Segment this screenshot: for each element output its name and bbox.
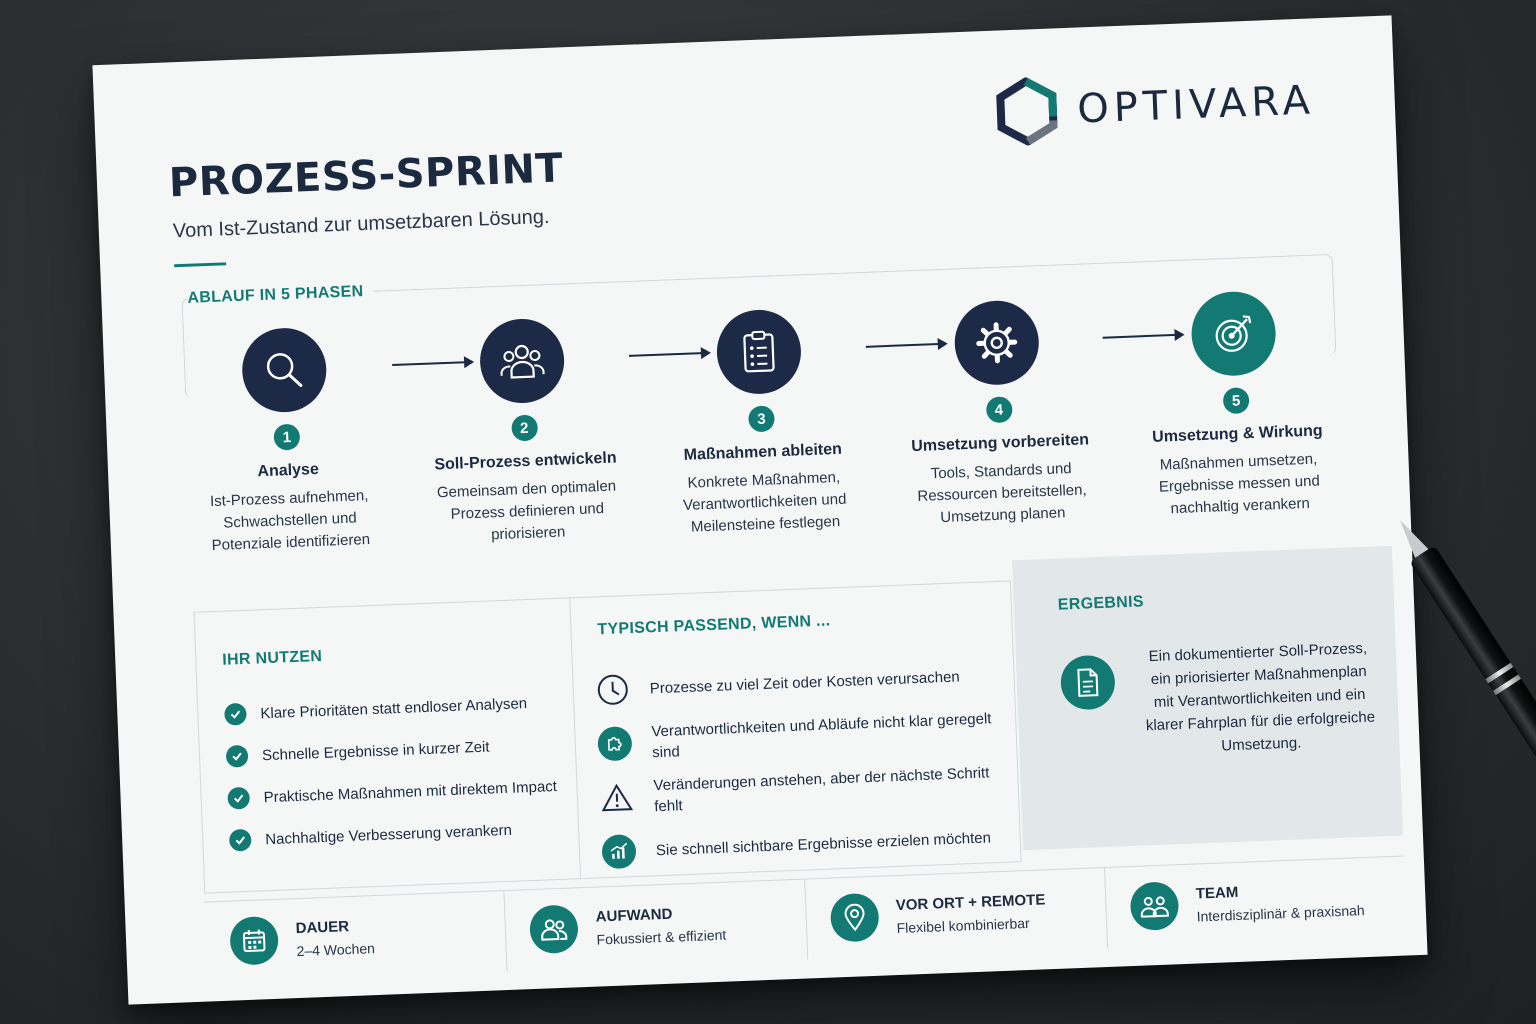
- list-item: Veränderungen anstehen, aber der nächste…: [599, 756, 1001, 825]
- calendar-icon: [229, 915, 280, 966]
- page-subtitle: Vom Ist-Zustand zur umsetzbaren Lösung.: [172, 205, 550, 243]
- phase-number: 5: [1222, 387, 1250, 415]
- result-body: Ein dokumentierter Soll-Prozess, ein pri…: [1059, 636, 1382, 763]
- clipboard-icon: [715, 308, 803, 396]
- pen-body: [1409, 545, 1536, 797]
- benefit-text: Nachhaltige Verbesserung verankern: [264, 821, 513, 848]
- phase-item: 4 Umsetzung vorbereiten Tools, Standards…: [895, 297, 1104, 531]
- result-panel: ERGEBNIS Ein dokumentierter Soll-Prozess…: [1012, 545, 1403, 851]
- document-icon: [1059, 654, 1116, 711]
- info-title: TEAM: [1195, 883, 1239, 903]
- result-section-label: ERGEBNIS: [1057, 593, 1145, 614]
- check-icon: [225, 744, 249, 768]
- phase-number: 4: [985, 396, 1013, 424]
- phase-description: Konkrete Maßnahmen, Verantwortlichkeiten…: [682, 468, 847, 536]
- flyer-sheet: OPTIVARA PROZESS-SPRINT Vom Ist-Zustand …: [92, 15, 1428, 1005]
- fits-panel: TYPISCH PASSEND, WENN ... Prozesse zu vi…: [569, 580, 1022, 880]
- check-icon: [228, 828, 252, 852]
- search-icon: [240, 326, 328, 414]
- list-item: Nachhaltige Verbesserung verankern: [228, 807, 559, 862]
- benefit-text: Klare Prioritäten statt endloser Analyse…: [260, 694, 528, 722]
- clock-icon: [595, 672, 630, 707]
- hexagon-logo-icon: [996, 76, 1058, 147]
- phase-number: 1: [273, 423, 301, 451]
- list-item: Schnelle Ergebnisse in kurzer Zeit: [225, 723, 556, 778]
- info-title: DAUER: [295, 917, 350, 937]
- info-value: Flexibel kombinierbar: [896, 914, 1030, 936]
- info-value: Interdisziplinär & praxisnah: [1196, 901, 1365, 925]
- fit-text: Prozesse zu viel Zeit oder Kosten verurs…: [649, 667, 961, 697]
- puzzle-icon: [597, 726, 633, 762]
- list-item: Klare Prioritäten statt endloser Analyse…: [224, 681, 555, 736]
- phase-title: Umsetzung vorbereiten: [910, 431, 1090, 456]
- benefit-text: Schnelle Ergebnisse in kurzer Zeit: [261, 738, 490, 764]
- warning-icon: [599, 780, 634, 815]
- accent-divider: [174, 262, 227, 268]
- check-icon: [224, 702, 247, 726]
- benefits-list: Klare Prioritäten statt endloser Analyse…: [224, 681, 560, 862]
- phase-item: 1 Analyse Ist-Prozess aufnehmen, Schwach…: [183, 324, 392, 558]
- phase-title: Umsetzung & Wirkung: [1151, 422, 1323, 446]
- info-title: AUFWAND: [595, 905, 673, 926]
- benefits-section-label: IHR NUTZEN: [222, 647, 323, 669]
- people-icon: [529, 904, 580, 955]
- target-icon: [1189, 290, 1278, 378]
- phase-description: Gemeinsam den optimalen Prozess definier…: [436, 477, 617, 544]
- fits-section-label: TYPISCH PASSEND, WENN ...: [597, 612, 831, 639]
- brand-name: OPTIVARA: [1076, 77, 1316, 133]
- phase-description: Ist-Prozess aufnehmen, Schwachstellen un…: [209, 487, 371, 555]
- info-title: VOR ORT + REMOTE: [895, 890, 1046, 914]
- gear-icon: [952, 299, 1040, 387]
- phase-title: Analyse: [257, 460, 320, 481]
- fit-text: Verantwortlichkeiten und Abläufe nicht k…: [651, 710, 992, 762]
- benefit-text: Praktische Maßnahmen mit direktem Impact: [263, 777, 558, 806]
- phase-title: Soll-Prozess entwickeln: [434, 449, 617, 474]
- list-item: Sie schnell sichtbare Ergebnisse erziele…: [601, 810, 1003, 879]
- phase-item: 2 Soll-Prozess entwickeln Gemeinsam den …: [420, 315, 629, 549]
- people-icon: [478, 317, 566, 405]
- list-item: Praktische Maßnahmen mit direktem Impact: [227, 765, 558, 820]
- fit-text: Sie schnell sichtbare Ergebnisse erziele…: [655, 828, 992, 859]
- info-value: 2–4 Wochen: [296, 939, 376, 959]
- growth-chart-icon: [601, 834, 637, 870]
- fits-list: Prozesse zu viel Zeit oder Kosten verurs…: [595, 648, 1003, 879]
- result-text: Ein dokumentierter Soll-Prozess, ein pri…: [1145, 639, 1376, 755]
- phase-item: 3 Maßnahmen ableiten Konkrete Maßnahmen,…: [657, 306, 866, 540]
- phase-number: 2: [510, 414, 538, 442]
- phase-item: 5 Umsetzung & Wirkung Maßnahmen umsetzen…: [1132, 288, 1341, 522]
- list-item: Verantwortlichkeiten und Abläufe nicht k…: [597, 702, 999, 771]
- location-pin-icon: [829, 892, 880, 943]
- phase-description: Maßnahmen umsetzen, Ergebnisse messen un…: [1158, 450, 1321, 518]
- benefits-panel: IHR NUTZEN Klare Prioritäten statt endlo…: [193, 597, 583, 894]
- list-item: Prozesse zu viel Zeit oder Kosten verurs…: [595, 648, 997, 717]
- phase-number: 3: [748, 405, 775, 433]
- phase-description: Tools, Standards und Ressourcen bereitst…: [917, 460, 1087, 527]
- check-icon: [227, 786, 251, 810]
- team-icon: [1129, 881, 1180, 932]
- info-value: Fokussiert & effizient: [596, 926, 727, 948]
- phase-list: 1 Analyse Ist-Prozess aufnehmen, Schwach…: [183, 288, 1341, 558]
- fit-text: Veränderungen anstehen, aber der nächste…: [653, 764, 990, 816]
- page-title: PROZESS-SPRINT: [168, 145, 565, 207]
- brand-logo: OPTIVARA: [992, 66, 1316, 147]
- phase-title: Maßnahmen ableiten: [683, 440, 843, 464]
